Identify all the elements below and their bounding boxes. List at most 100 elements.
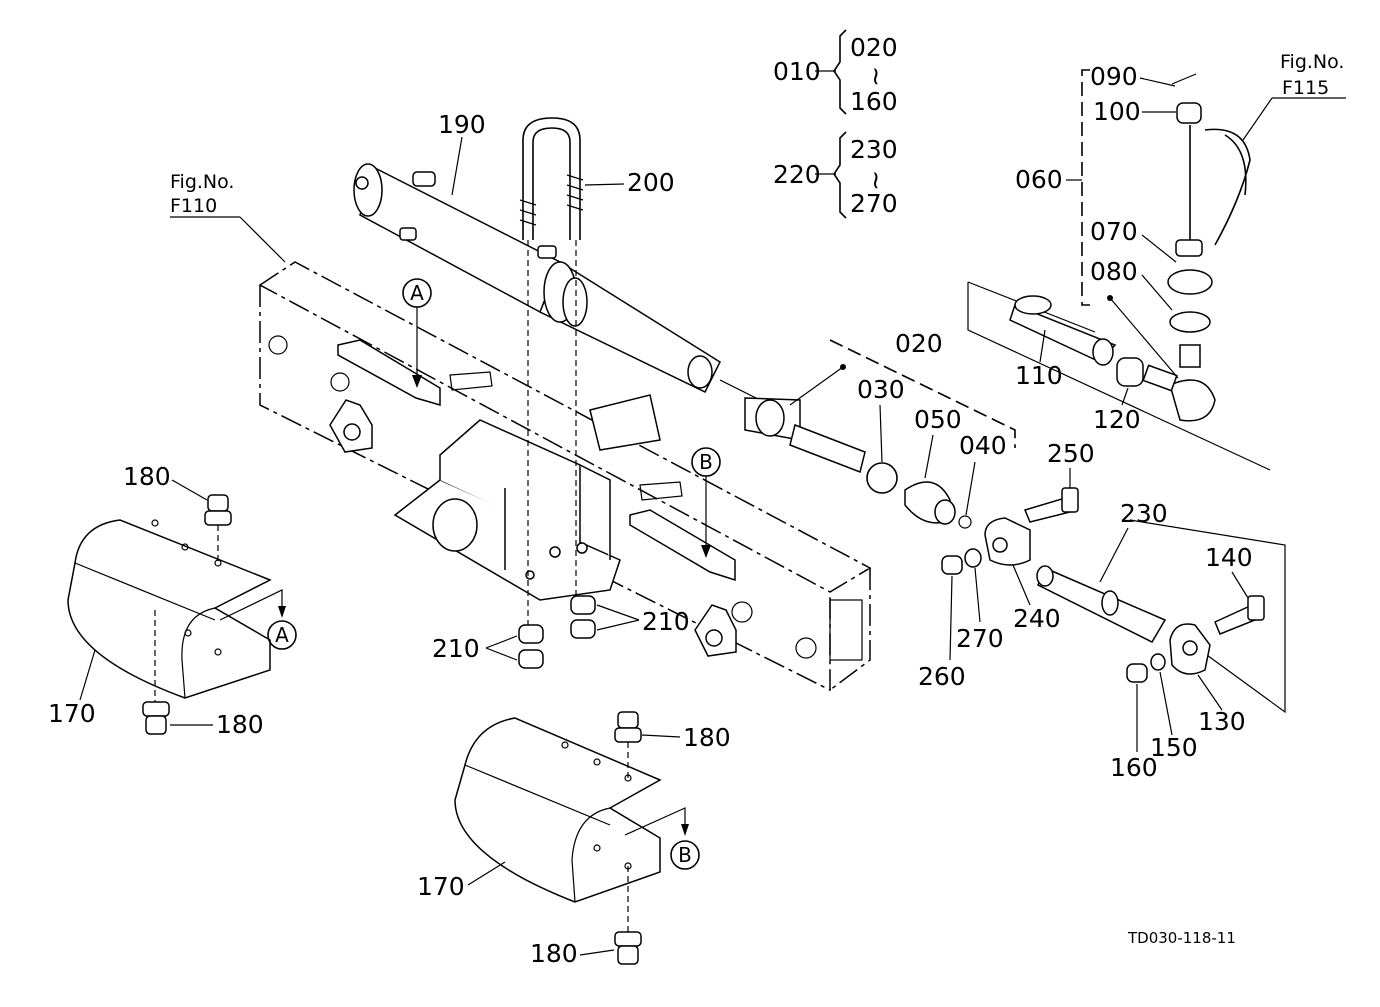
- svg-text:B: B: [699, 450, 713, 474]
- svg-text:F115: F115: [1282, 77, 1329, 99]
- bolt-140[interactable]: [1214, 595, 1265, 635]
- label-220[interactable]: 220: [773, 160, 821, 189]
- bolt-180-a[interactable]: [204, 494, 232, 563]
- svg-text:170: 170: [48, 699, 96, 728]
- marker-B-top[interactable]: B: [691, 447, 721, 558]
- washer-270[interactable]: [964, 548, 982, 568]
- svg-text:230: 230: [1120, 499, 1168, 528]
- callout-190[interactable]: 190: [438, 110, 486, 196]
- bolt-180-d[interactable]: [614, 866, 642, 965]
- label-020-range[interactable]: 020: [850, 33, 898, 62]
- callout-230[interactable]: 230: [1099, 499, 1168, 583]
- svg-text:140: 140: [1205, 543, 1253, 572]
- nut-120[interactable]: [1116, 357, 1144, 387]
- label-230-range[interactable]: 230: [850, 135, 898, 164]
- callout-160[interactable]: 160: [1110, 684, 1158, 782]
- svg-text:130: 130: [1198, 707, 1246, 736]
- label-270-range[interactable]: 270: [850, 189, 898, 218]
- bolt-180-b[interactable]: [142, 610, 170, 735]
- svg-text:060: 060: [1015, 165, 1063, 194]
- u-bolt-200[interactable]: [519, 117, 584, 640]
- callout-110[interactable]: 110: [1015, 329, 1063, 390]
- svg-text:120: 120: [1093, 405, 1141, 434]
- svg-text:070: 070: [1090, 217, 1138, 246]
- bolt-250[interactable]: [1023, 487, 1079, 523]
- callout-250[interactable]: 250: [1047, 439, 1095, 488]
- washer-150[interactable]: [1150, 653, 1166, 671]
- steering-cylinder-190[interactable]: [353, 163, 721, 393]
- cover-170-bottom[interactable]: [454, 717, 662, 903]
- svg-text:260: 260: [918, 662, 966, 691]
- nut-160[interactable]: [1126, 663, 1148, 683]
- callout-180-d[interactable]: 180: [530, 939, 615, 968]
- svg-text:240: 240: [1013, 604, 1061, 633]
- svg-text:A: A: [275, 623, 289, 647]
- svg-text:020: 020: [895, 329, 943, 358]
- callout-170-b[interactable]: 170: [417, 861, 506, 901]
- sleeve-230-group-line: [1129, 519, 1286, 714]
- nut-260[interactable]: [941, 555, 963, 575]
- figref-f110[interactable]: Fig.No. F110: [170, 171, 286, 263]
- callout-200[interactable]: 200: [584, 168, 675, 197]
- callout-210-b[interactable]: 210: [596, 604, 690, 636]
- marker-A-top[interactable]: A: [402, 278, 432, 388]
- svg-text:170: 170: [417, 872, 465, 901]
- callout-120[interactable]: 120: [1093, 387, 1141, 434]
- callout-180-a[interactable]: 180: [123, 462, 208, 501]
- callout-150[interactable]: 150: [1150, 671, 1198, 762]
- svg-text:270: 270: [956, 624, 1004, 653]
- group-bracket-220: 220 230 ~ 270: [773, 131, 898, 219]
- callout-020[interactable]: 020: [789, 329, 943, 406]
- sleeve-230[interactable]: [1036, 565, 1167, 643]
- svg-text:100: 100: [1093, 97, 1141, 126]
- label-010[interactable]: 010: [773, 57, 821, 86]
- callout-100[interactable]: 100: [1093, 97, 1176, 126]
- callout-210-a[interactable]: 210: [432, 634, 518, 663]
- svg-text:180: 180: [530, 939, 578, 968]
- callout-130[interactable]: 130: [1197, 674, 1246, 736]
- svg-text:200: 200: [627, 168, 675, 197]
- bolt-180-c[interactable]: [614, 711, 642, 778]
- callout-090[interactable]: 090: [1090, 62, 1176, 91]
- marker-A-cover[interactable]: A: [219, 589, 297, 650]
- callout-070[interactable]: 070: [1090, 217, 1177, 263]
- callout-260[interactable]: 260: [918, 575, 966, 691]
- group-bracket-010: 010 020 ~ 160: [773, 29, 898, 116]
- tilde-1: ~: [862, 66, 891, 87]
- svg-text:210: 210: [432, 634, 480, 663]
- svg-text:A: A: [410, 281, 424, 305]
- label-160-range[interactable]: 160: [850, 87, 898, 116]
- svg-text:180: 180: [123, 462, 171, 491]
- tie-rod-group-line: [829, 339, 1016, 448]
- figref-f115[interactable]: Fig.No. F115: [1242, 51, 1346, 141]
- callout-060[interactable]: 060: [1015, 165, 1082, 194]
- mount-bracket: [393, 394, 661, 601]
- nuts-210[interactable]: [518, 595, 596, 669]
- callout-270[interactable]: 270: [956, 567, 1004, 653]
- tilde-2: ~: [862, 170, 891, 191]
- callout-140[interactable]: 140: [1205, 543, 1253, 599]
- tie-rod-end-060[interactable]: [1081, 69, 1251, 422]
- callout-040[interactable]: 040: [959, 431, 1007, 516]
- svg-text:080: 080: [1090, 257, 1138, 286]
- sleeve-110[interactable]: [967, 281, 1271, 471]
- svg-text:F110: F110: [170, 195, 217, 217]
- marker-B-cover[interactable]: B: [624, 807, 700, 870]
- svg-text:Fig.No.: Fig.No.: [1280, 51, 1344, 73]
- svg-text:180: 180: [683, 723, 731, 752]
- svg-text:110: 110: [1015, 361, 1063, 390]
- tie-rod-020[interactable]: [719, 379, 972, 529]
- callout-030[interactable]: 030: [857, 375, 905, 463]
- svg-text:150: 150: [1150, 733, 1198, 762]
- callout-180-c[interactable]: 180: [641, 723, 731, 752]
- clamp-240[interactable]: [984, 517, 1031, 566]
- svg-text:160: 160: [1110, 753, 1158, 782]
- clamp-130[interactable]: [1169, 623, 1211, 675]
- callout-180-b[interactable]: 180: [170, 710, 264, 739]
- cover-170-left[interactable]: [67, 519, 272, 699]
- callout-080[interactable]: 080: [1090, 257, 1179, 379]
- callout-050[interactable]: 050: [914, 405, 962, 479]
- svg-text:090: 090: [1090, 62, 1138, 91]
- callout-240[interactable]: 240: [1012, 564, 1061, 633]
- callout-170-a[interactable]: 170: [48, 649, 96, 728]
